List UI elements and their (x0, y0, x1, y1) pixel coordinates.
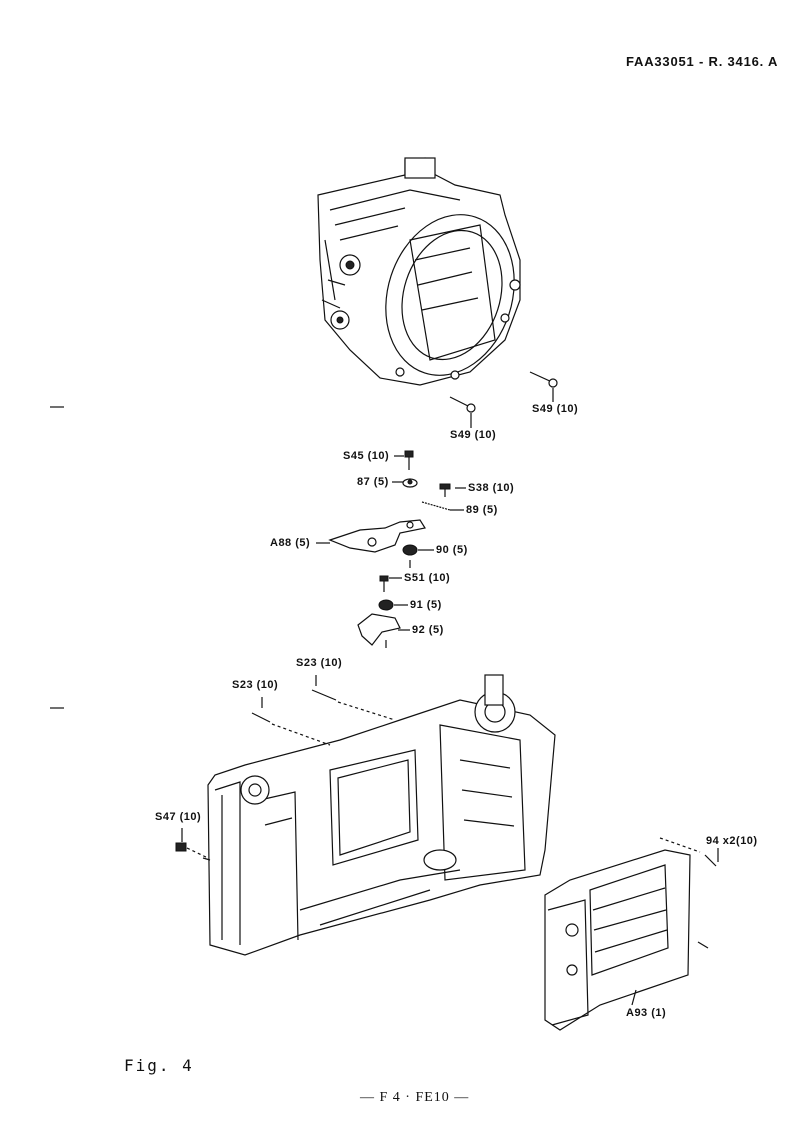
part-label-a93: A93 (1) (626, 1007, 667, 1019)
figure-title: Fig. 4 (124, 1056, 194, 1075)
camera-body-chassis (202, 674, 556, 956)
document-code: FAA33051 - R. 3416. A (626, 54, 779, 69)
part-label-87: 87 (5) (357, 476, 389, 488)
part-label-s38: S38 (10) (468, 482, 515, 494)
part-label-s51: S51 (10) (404, 572, 451, 584)
part-label-91: 91 (5) (410, 599, 442, 611)
shutter-unit-a93 (544, 837, 719, 1031)
part-label-94: 94 x2(10) (706, 835, 758, 847)
part-label-s23: S23 (10) (296, 657, 343, 669)
part-label-s23: S23 (10) (232, 679, 279, 691)
part-label-90: 90 (5) (436, 544, 468, 556)
part-label-s45: S45 (10) (343, 450, 390, 462)
part-label-s49: S49 (10) (532, 403, 579, 415)
screw-s23-b (311, 675, 396, 721)
part-label-s47: S47 (10) (155, 811, 202, 823)
page-number: — F 4 · FE10 — (360, 1090, 470, 1105)
part-label-89: 89 (5) (466, 504, 498, 516)
screw-s49-b (449, 396, 476, 428)
screw-s23-a (251, 697, 331, 746)
screw-s49-a (529, 371, 558, 402)
small-parts-stack (316, 450, 466, 648)
part-label-s49: S49 (10) (450, 429, 497, 441)
part-label-92: 92 (5) (412, 624, 444, 636)
screw-s47 (175, 828, 209, 859)
mirror-box-assembly (317, 157, 521, 386)
part-label-a88: A88 (5) (270, 537, 311, 549)
